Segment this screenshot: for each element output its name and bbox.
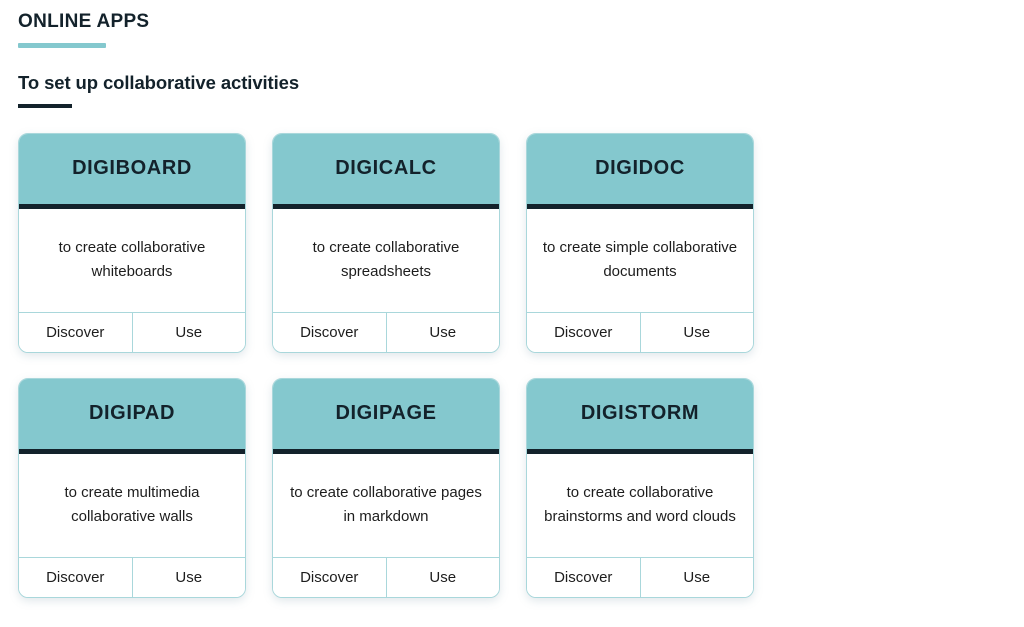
app-card: DIGIPAD to create multimedia collaborativ… xyxy=(18,377,246,598)
discover-button[interactable]: Discover xyxy=(527,312,640,352)
discover-button[interactable]: Discover xyxy=(273,557,386,597)
eyebrow-accent-rule xyxy=(18,43,106,48)
app-card-header: DIGICALC xyxy=(273,133,499,209)
app-card-header: DIGIDOC xyxy=(527,133,753,209)
use-button[interactable]: Use xyxy=(385,557,499,597)
use-button[interactable]: Use xyxy=(385,312,499,352)
app-card-title: DIGIPAD xyxy=(88,402,176,424)
discover-button[interactable]: Discover xyxy=(273,312,386,352)
app-card: DIGISTORM to create collaborative brainst… xyxy=(526,377,754,598)
app-card-body: to create simple collaborative documents xyxy=(527,208,753,312)
app-card-header: DIGIPAGE xyxy=(273,378,499,454)
page-title: To set up collaborative activities xyxy=(18,72,300,93)
use-button[interactable]: Use xyxy=(639,312,753,352)
app-card: DIGICALC to create collaborative spreadsh… xyxy=(272,132,500,353)
app-card-title: DIGIDOC xyxy=(595,157,685,179)
discover-button[interactable]: Discover xyxy=(527,557,640,597)
use-button[interactable]: Use xyxy=(639,557,753,597)
app-card-description: to create collaborative brainstorms and … xyxy=(544,484,736,525)
app-card-header: DIGIPAD xyxy=(19,378,245,454)
app-card-header: DIGISTORM xyxy=(527,378,753,454)
app-card-title: DIGICALC xyxy=(335,157,437,179)
use-button[interactable]: Use xyxy=(131,557,245,597)
app-card-body: to create collaborative spreadsheets xyxy=(273,208,499,312)
app-card-header: DIGIBOARD xyxy=(19,133,245,209)
app-card-description: to create collaborative spreadsheets xyxy=(312,239,460,280)
app-card-body: to create collaborative whiteboards xyxy=(19,208,245,312)
app-card-title: DIGISTORM xyxy=(580,402,700,424)
app-card-grid: DIGIBOARD to create collaborative whitebo… xyxy=(0,108,1024,598)
app-card: DIGIDOC to create simple collaborative do… xyxy=(526,132,754,353)
app-card-description: to create multimedia collaborative walls xyxy=(64,484,200,525)
app-card-body: to create collaborative pages in markdow… xyxy=(273,453,499,557)
page-eyebrow: ONLINE APPS xyxy=(18,11,150,32)
app-card-title: DIGIPAGE xyxy=(335,402,437,424)
app-card-body: to create multimedia collaborative walls xyxy=(19,453,245,557)
discover-button[interactable]: Discover xyxy=(19,557,132,597)
app-card-description: to create collaborative whiteboards xyxy=(58,239,206,280)
app-card-description: to create simple collaborative documents xyxy=(542,239,738,280)
subheading-accent-rule xyxy=(18,103,72,108)
use-button[interactable]: Use xyxy=(131,312,245,352)
app-card: DIGIBOARD to create collaborative whitebo… xyxy=(18,132,246,353)
app-card-title: DIGIBOARD xyxy=(72,157,192,179)
app-card-description: to create collaborative pages in markdow… xyxy=(290,484,482,525)
discover-button[interactable]: Discover xyxy=(19,312,132,352)
app-card-body: to create collaborative brainstorms and … xyxy=(527,453,753,557)
page-heading-block: ONLINE APPS To set up collaborative acti… xyxy=(0,0,1024,108)
app-card: DIGIPAGE to create collaborative pages in… xyxy=(272,377,500,598)
